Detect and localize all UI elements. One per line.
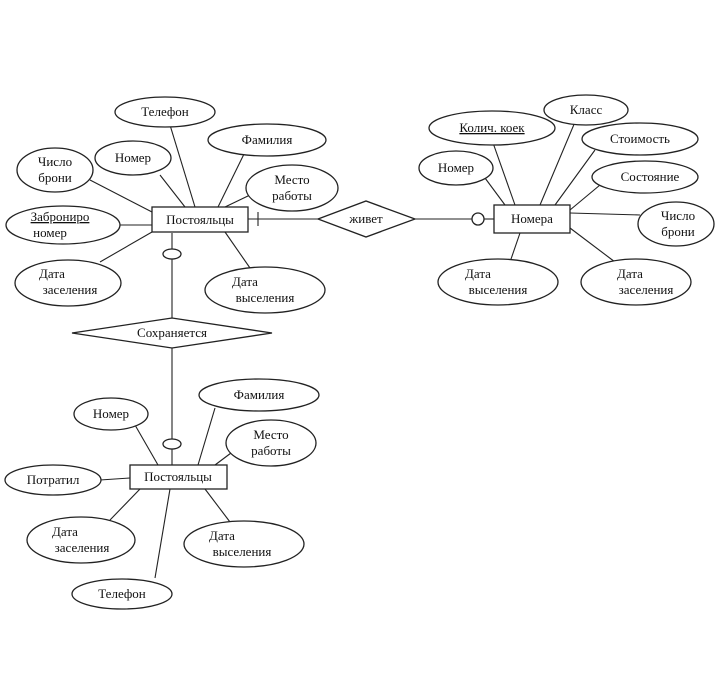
attr-guests-top-booked-number: Заброниро номер	[5, 205, 121, 245]
attr-label: Номер	[438, 160, 474, 175]
attr-rooms-beds-count: Колич. коек	[428, 110, 556, 146]
attr-guests-top-booking-count: Число брони	[16, 147, 94, 193]
line-guests-top-number	[159, 174, 186, 208]
line-guests-bottom-surname	[197, 407, 216, 466]
line-rooms-class	[539, 121, 576, 206]
attr-guests-top-workplace: Место работы	[245, 164, 339, 212]
line-rooms-beds	[491, 139, 516, 206]
line-guests-top-workplace	[224, 194, 251, 208]
attr-label-line2: выселения	[469, 282, 528, 297]
optional-marker-guests-bottom	[162, 438, 182, 450]
line-guests-bottom-checkin	[109, 488, 141, 521]
attr-label-line1: Дата	[39, 266, 65, 281]
attr-guests-bottom-surname: Фамилия	[198, 378, 320, 412]
attr-rooms-cost: Стоимость	[581, 122, 699, 156]
attr-guests-top-checkin-date: Дата заселения	[14, 259, 122, 307]
attr-rooms-class: Класс	[543, 94, 629, 126]
entity-rooms-label: Номера	[511, 211, 553, 226]
attr-label-line2: выселения	[213, 544, 272, 559]
attr-label: Телефон	[141, 104, 189, 119]
attr-label: Класс	[570, 102, 603, 117]
attr-label-line1: Место	[253, 427, 288, 442]
entity-guests-top: Постояльцы	[151, 206, 249, 233]
attr-rooms-checkout-date: Дата выселения	[437, 258, 559, 306]
attr-label-line1: Дата	[465, 266, 491, 281]
attr-label-line2: брони	[38, 170, 72, 185]
attr-guests-top-surname: Фамилия	[207, 123, 327, 157]
attr-label-line2: номер	[33, 225, 67, 240]
relation-saved-label: Сохраняется	[137, 325, 207, 340]
entity-rooms: Номера	[493, 204, 571, 234]
attr-guests-top-number: Номер	[94, 140, 172, 176]
attr-label-line1: Заброниро	[31, 209, 90, 224]
line-rooms-number	[484, 177, 506, 206]
attr-label-line2: брони	[661, 224, 695, 239]
attr-label-line2: работы	[272, 188, 312, 203]
entity-guests-bottom: Постояльцы	[129, 464, 228, 490]
attr-label-line1: Дата	[52, 524, 78, 539]
line-rooms-checkout	[509, 232, 521, 263]
attr-label-line2: заселения	[43, 282, 98, 297]
line-guests-top-booking	[89, 179, 153, 213]
attr-label: Телефон	[98, 586, 146, 601]
attr-label: Фамилия	[234, 387, 285, 402]
line-guests-top-checkin	[99, 231, 153, 263]
attr-rooms-number: Номер	[418, 150, 494, 186]
attr-label: Потратил	[27, 472, 80, 487]
attr-guests-top-phone: Телефон	[114, 96, 216, 128]
attr-label: Номер	[115, 150, 151, 165]
line-rooms-booking	[569, 212, 641, 216]
connector-lines	[89, 121, 641, 579]
attr-label: Колич. коек	[459, 120, 525, 135]
attr-label: Фамилия	[242, 132, 293, 147]
attr-label-line2: заселения	[619, 282, 674, 297]
attr-guests-bottom-spent: Потратил	[4, 464, 102, 496]
attr-label-line2: выселения	[236, 290, 295, 305]
attr-label-line2: работы	[251, 443, 291, 458]
line-guests-bottom-checkout	[204, 488, 231, 523]
attr-label-line1: Место	[274, 172, 309, 187]
line-rooms-state	[569, 184, 601, 211]
optional-marker-guests-top	[162, 248, 182, 260]
line-rooms-checkin	[569, 227, 616, 263]
attr-label-line1: Дата	[617, 266, 643, 281]
attr-rooms-booking-count: Число брони	[637, 201, 715, 247]
attr-label: Состояние	[621, 169, 680, 184]
line-guests-top-surname	[217, 151, 246, 208]
attr-label-line1: Дата	[209, 528, 235, 543]
line-guests-bottom-spent	[99, 477, 131, 481]
relation-lives: живет	[316, 200, 417, 238]
relation-lives-label: живет	[348, 211, 383, 226]
attr-rooms-state: Состояние	[591, 160, 699, 194]
attr-guests-bottom-checkout-date: Дата выселения	[183, 520, 305, 568]
line-guests-top-checkout	[224, 231, 251, 269]
line-guests-bottom-number	[134, 424, 159, 466]
attr-guests-bottom-workplace: Место работы	[225, 419, 317, 467]
attr-rooms-checkin-date: Дата заселения	[580, 258, 692, 306]
attr-label-line1: Дата	[232, 274, 258, 289]
attr-guests-bottom-checkin-date: Дата заселения	[26, 516, 136, 564]
attr-label: Стоимость	[610, 131, 670, 146]
optional-marker-rooms	[471, 212, 485, 226]
attr-label: Номер	[93, 406, 129, 421]
line-guests-bottom-phone	[154, 488, 171, 579]
entity-guests-top-label: Постояльцы	[166, 212, 234, 227]
line-rooms-cost	[554, 149, 596, 206]
entity-guests-bottom-label: Постояльцы	[144, 469, 212, 484]
attr-label-line2: заселения	[55, 540, 110, 555]
relation-saved: Сохраняется	[71, 317, 273, 349]
line-guests-top-phone	[169, 124, 196, 208]
attr-guests-bottom-phone: Телефон	[71, 578, 173, 610]
attr-guests-top-checkout-date: Дата выселения	[204, 266, 326, 314]
attr-label-line1: Число	[38, 154, 72, 169]
attr-label-line1: Число	[661, 208, 695, 223]
attr-guests-bottom-number: Номер	[73, 397, 149, 431]
